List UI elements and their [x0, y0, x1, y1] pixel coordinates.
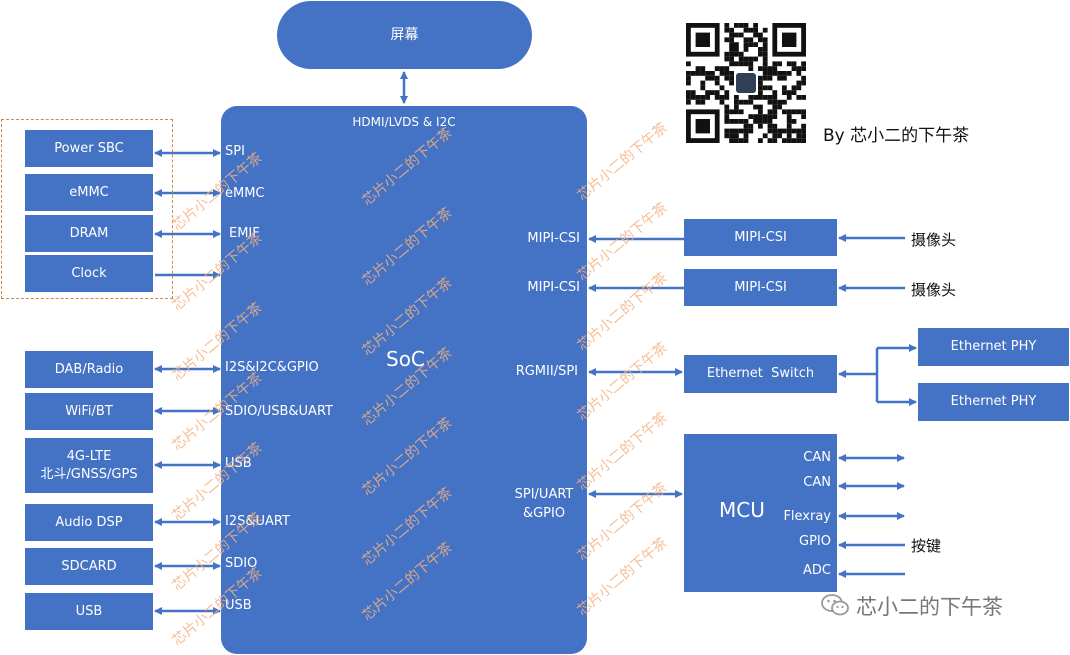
mcu-port-gpio: GPIO	[799, 534, 831, 549]
soc-top-interface: HDMI/LVDS & I2C	[352, 115, 456, 129]
qr-code-icon	[686, 23, 808, 147]
soc-port-i2s-i2c-gpio: I2S&I2C&GPIO	[225, 360, 319, 375]
mcu-port-can-2: CAN	[803, 475, 831, 490]
soc-port-sdio-usb-uart: SDIO/USB&UART	[225, 404, 333, 419]
block-sdcard: SDCARD	[25, 548, 153, 585]
camera-label-2: 摄像头	[911, 281, 957, 299]
wechat-icon	[821, 594, 849, 616]
author-label: By 芯小二的下午茶	[823, 126, 970, 146]
soc-port-emmc: eMMC	[225, 186, 265, 201]
block-clock: Clock	[25, 255, 153, 292]
soc-block	[221, 106, 587, 654]
screen-block: 屏幕	[277, 1, 532, 69]
block-wifi-bt: WiFi/BT	[25, 393, 153, 430]
soc-port-sdio: SDIO	[225, 556, 258, 571]
soc-port-mipi-csi-1: MIPI-CSI	[527, 231, 580, 246]
block-ethernet-phy-1: Ethernet PHY	[918, 328, 1069, 366]
block-mipi-csi-2: MIPI-CSI	[684, 269, 837, 306]
block-dab-radio: DAB/Radio	[25, 351, 153, 388]
soc-port-usb-1: USB	[225, 456, 252, 471]
block-power-sbc: Power SBC	[25, 130, 153, 167]
mcu-title: MCU	[719, 498, 765, 522]
block-mipi-csi-1: MIPI-CSI	[684, 219, 837, 256]
camera-label-1: 摄像头	[911, 231, 957, 249]
soc-port-emif: EMIF	[229, 226, 260, 241]
soc-title: SoC	[386, 347, 425, 371]
block-dram: DRAM	[25, 215, 153, 252]
block-ethernet-switch: Ethernet Switch	[684, 355, 837, 393]
soc-port-i2s-uart: I2S&UART	[225, 514, 290, 529]
mcu-block	[684, 434, 837, 592]
wechat-name: 芯小二的下午茶	[856, 595, 1003, 619]
button-label: 按键	[911, 537, 942, 555]
memory-group-frame	[1, 119, 173, 299]
soc-port-spi: SPI	[225, 144, 245, 159]
soc-port-usb-2: USB	[225, 598, 252, 613]
soc-port-spi-uart-gpio: SPI/UART &GPIO	[514, 487, 574, 521]
mcu-port-adc: ADC	[803, 563, 831, 578]
block-emmc: eMMC	[25, 174, 153, 211]
block-usb: USB	[25, 593, 153, 630]
block-ethernet-phy-2: Ethernet PHY	[918, 383, 1069, 421]
block-audio-dsp: Audio DSP	[25, 504, 153, 541]
soc-port-mipi-csi-2: MIPI-CSI	[527, 280, 580, 295]
block-4g-gnss: 4G-LTE 北斗/GNSS/GPS	[25, 438, 153, 493]
mcu-port-flexray: Flexray	[783, 509, 831, 524]
mcu-port-can-1: CAN	[803, 450, 831, 465]
soc-port-rgmii-spi: RGMII/SPI	[515, 364, 578, 379]
